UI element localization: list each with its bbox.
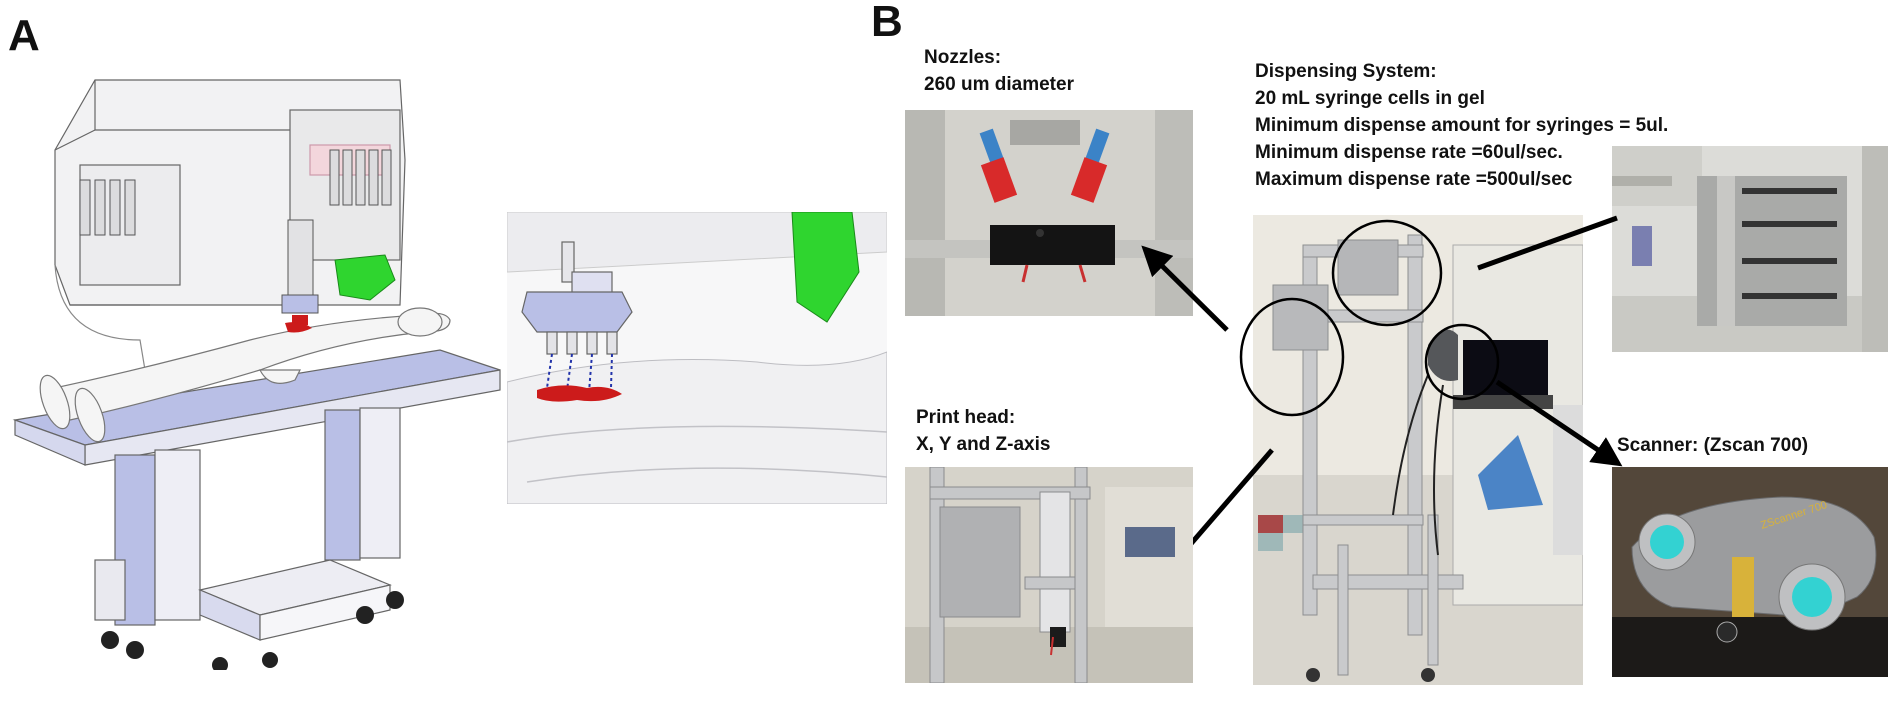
dispensing-label: Dispensing System: 20 mL syringe cells i… [1255, 58, 1668, 193]
callout-circle-printhead [1239, 297, 1345, 417]
dispensing-line-1: 20 mL syringe cells in gel [1255, 88, 1485, 109]
scanner-on-arm [1428, 329, 1458, 381]
dispense-streams [546, 353, 613, 393]
print-head-frame [929, 467, 1091, 683]
print-head-column [281, 219, 319, 325]
patient-table [12, 349, 501, 626]
scanner-title: Scanner: (Zscan 700) [1617, 435, 1809, 456]
callout-circle-scanner [1424, 323, 1500, 401]
print-head-detail: X, Y and Z-axis [916, 434, 1051, 455]
scanner-label: Scanner: (Zscan 700) [1617, 432, 1808, 459]
step-platform [94, 559, 392, 641]
dispensing-line-3: Minimum dispense rate =60ul/sec. [1255, 142, 1563, 163]
syringe-rack-photo [1612, 146, 1888, 352]
arrow-to-syringes [1477, 215, 1618, 271]
panel-b-letter: B [871, 0, 903, 46]
bioprinter-main-photo [1253, 215, 1583, 685]
syringe-bank-right [329, 149, 392, 206]
callout-circle-syringe [1331, 219, 1443, 327]
floor-tiles [1258, 515, 1308, 551]
wound-marker-closeup [537, 385, 622, 402]
patient-figure [39, 307, 451, 443]
dispensing-line-4: Maximum dispense rate =500ul/sec [1255, 169, 1573, 190]
print-head-closeup [521, 241, 633, 355]
dispensing-title: Dispensing System: [1255, 61, 1437, 82]
print-head-photo [905, 467, 1193, 683]
nozzles-title: Nozzles: [924, 47, 1002, 68]
print-head-label: Print head: X, Y and Z-axis [916, 404, 1050, 458]
syringe-rods [1742, 188, 1837, 299]
wound-marker-a [285, 322, 312, 333]
dispensing-line-2: Minimum dispense amount for syringes = 5… [1255, 115, 1669, 136]
nozzles-photo [905, 110, 1193, 316]
print-head-title: Print head: [916, 407, 1016, 428]
bioprinter-cad-illustration [12, 79, 501, 670]
nozzles-label: Nozzles: 260 um diameter [924, 44, 1074, 98]
arrow-to-scanner [1495, 379, 1623, 467]
nozzles-detail: 260 um diameter [924, 74, 1074, 95]
nozzle-block [990, 225, 1115, 265]
green-scanner-closeup [791, 212, 860, 323]
arrow-to-nozzles [1141, 245, 1229, 332]
panel-a-letter: A [8, 11, 40, 60]
aluminum-frame [1272, 234, 1464, 676]
green-scanner [334, 254, 396, 301]
scanner-photo: ZScanner 700 [1612, 467, 1888, 677]
caster-wheels [101, 591, 404, 670]
luer-connector-left [979, 128, 1018, 203]
luer-connector-right [1070, 128, 1110, 203]
syringe-bank-left [79, 179, 136, 236]
closeup-render [507, 212, 887, 504]
